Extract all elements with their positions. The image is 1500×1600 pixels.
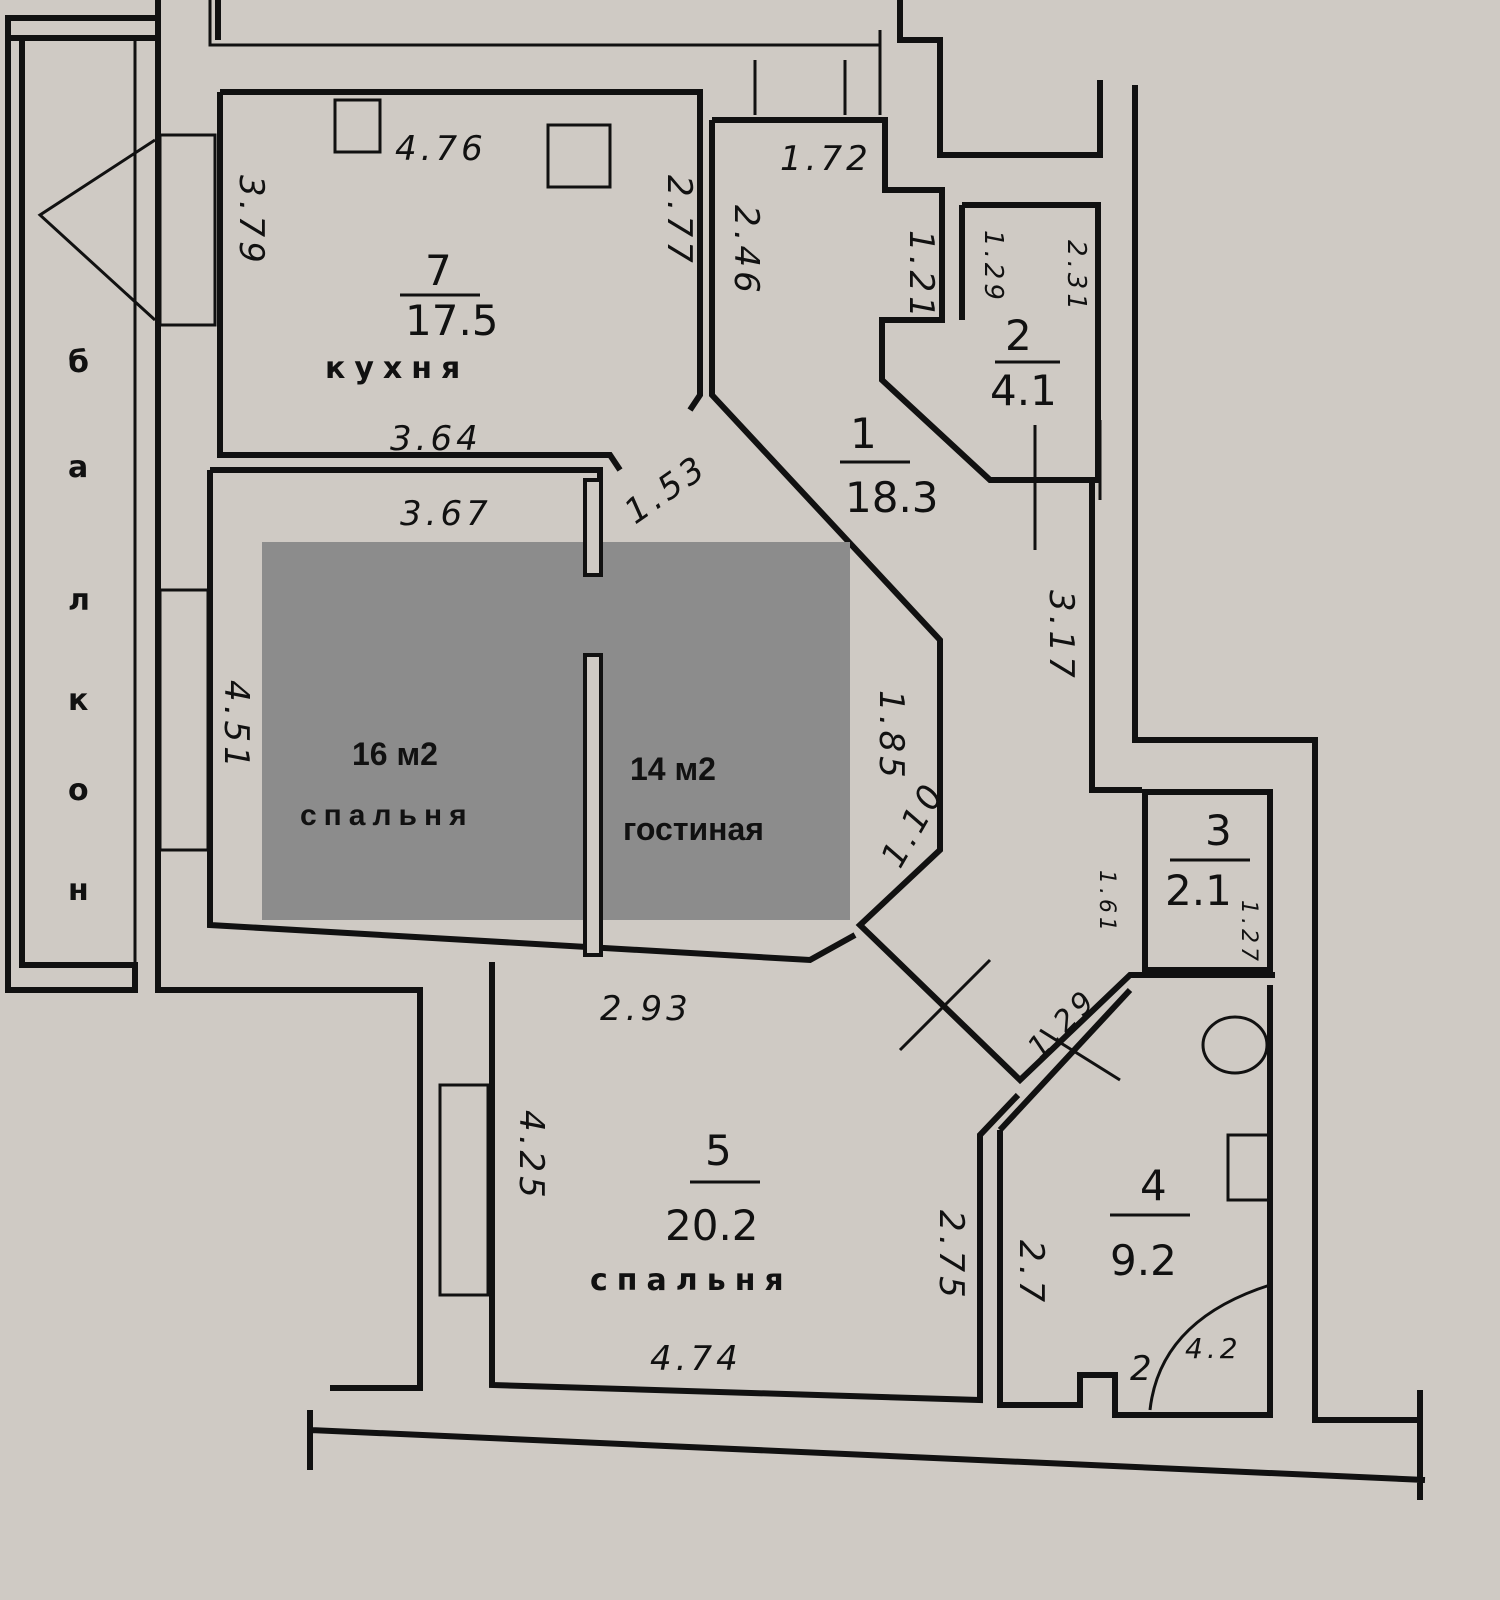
- balcony-letter: б: [68, 345, 98, 380]
- room-kitchen: 7 17.5 кухня 4.76 3.79 2.77 3.64: [231, 129, 699, 459]
- svg-text:2: 2: [1005, 311, 1032, 360]
- svg-text:1.29: 1.29: [978, 230, 1008, 304]
- svg-text:4.1: 4.1: [990, 366, 1057, 415]
- svg-text:2.46: 2.46: [726, 205, 766, 297]
- svg-text:4.2: 4.2: [1185, 1332, 1242, 1365]
- svg-text:4.25: 4.25: [511, 1110, 551, 1202]
- svg-text:1.61: 1.61: [1094, 870, 1119, 935]
- svg-text:2.77: 2.77: [659, 175, 699, 267]
- walls: [5, 0, 1426, 1500]
- room-4: 4 9.2 2.7 1.29 2 4.2: [1011, 982, 1242, 1389]
- room-3: 3 2.1 1.61 1.27: [1094, 806, 1261, 965]
- overlay-right-area: 14 м2: [630, 751, 716, 787]
- svg-text:2.93: 2.93: [600, 989, 692, 1029]
- balcony-letter: л: [68, 583, 99, 618]
- svg-text:18.3: 18.3: [845, 473, 939, 522]
- svg-text:1.29: 1.29: [1021, 982, 1104, 1065]
- svg-text:5: 5: [705, 1126, 732, 1175]
- svg-text:1.85: 1.85: [871, 690, 911, 782]
- svg-text:спальня: спальня: [590, 1263, 793, 1298]
- svg-text:1.21: 1.21: [901, 230, 941, 322]
- balcony-letter: н: [68, 873, 98, 908]
- svg-text:2.1: 2.1: [1165, 866, 1232, 915]
- room-5: 5 20.2 спальня 2.93 4.25 2.75 4.74: [511, 989, 971, 1379]
- svg-text:3: 3: [1205, 806, 1232, 855]
- overlay-labels: 16 м2 спальня 14 м2 гостиная: [300, 736, 764, 847]
- svg-text:1.72: 1.72: [780, 139, 872, 179]
- svg-text:кухня: кухня: [325, 351, 469, 386]
- svg-text:1.27: 1.27: [1236, 900, 1261, 965]
- svg-text:3.17: 3.17: [1041, 590, 1081, 682]
- svg-text:1.53: 1.53: [617, 447, 715, 532]
- svg-text:4.51: 4.51: [216, 680, 256, 772]
- svg-text:2.31: 2.31: [1061, 240, 1091, 314]
- svg-text:2: 2: [1130, 1349, 1156, 1389]
- overlay-right-name: гостиная: [623, 811, 764, 847]
- svg-text:4.76: 4.76: [395, 129, 487, 169]
- svg-text:3.64: 3.64: [390, 419, 482, 459]
- overlay-left-area: 16 м2: [352, 736, 438, 772]
- partition-wall: [583, 653, 603, 957]
- svg-text:2.75: 2.75: [931, 1210, 971, 1302]
- svg-text:3.79: 3.79: [231, 175, 271, 267]
- room-2: 2 4.1 1.29 2.31: [978, 230, 1091, 415]
- svg-text:2.7: 2.7: [1011, 1240, 1051, 1306]
- svg-text:4.74: 4.74: [650, 1339, 742, 1379]
- svg-text:20.2: 20.2: [665, 1201, 759, 1250]
- svg-text:1: 1: [850, 409, 877, 458]
- balcony-letter: а: [68, 450, 97, 485]
- partition-wall-top: [583, 478, 603, 577]
- gray-overlay: [262, 542, 850, 920]
- overlay-left-name: спальня: [300, 799, 474, 832]
- svg-text:17.5: 17.5: [405, 296, 499, 345]
- svg-text:9.2: 9.2: [1110, 1236, 1177, 1285]
- balcony-letter: о: [68, 773, 98, 808]
- svg-text:3.67: 3.67: [400, 494, 492, 534]
- svg-text:4: 4: [1140, 1161, 1167, 1210]
- balcony-label: б а л к о н: [68, 345, 99, 908]
- svg-text:7: 7: [425, 246, 452, 295]
- living-dims: 3.67 4.51: [216, 494, 492, 772]
- balcony-letter: к: [68, 683, 97, 718]
